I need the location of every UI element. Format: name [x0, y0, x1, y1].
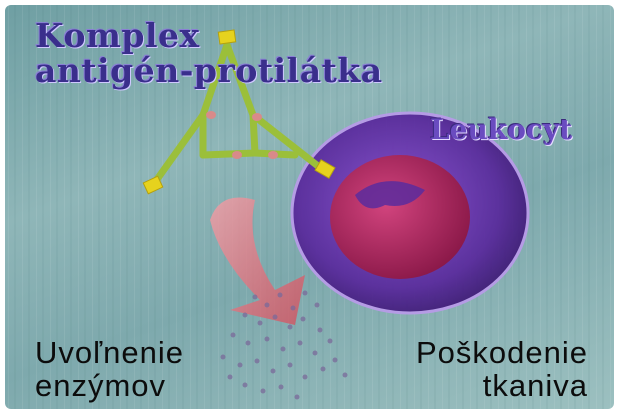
enzyme-release-label-line1: Uvoľnenie — [35, 337, 184, 370]
tissue-damage-label-line2: tkaniva — [416, 370, 588, 403]
leukocyte-label: Leukocyt — [430, 115, 572, 144]
complex-label: Komplex antigén-protilátka — [35, 19, 383, 88]
cell-nucleus — [330, 155, 470, 279]
complex-label-line1: Komplex — [35, 19, 383, 54]
complex-label-line2: antigén-protilátka — [35, 54, 383, 89]
tissue-damage-label: Poškodenie tkaniva — [416, 337, 588, 402]
enzyme-release-label-line2: enzýmov — [35, 370, 184, 403]
enzyme-release-label: Uvoľnenie enzýmov — [35, 337, 184, 402]
diagram-canvas: Komplex antigén-protilátka Leukocyt Uvoľ… — [5, 5, 614, 409]
tissue-damage-label-line1: Poškodenie — [416, 337, 588, 370]
